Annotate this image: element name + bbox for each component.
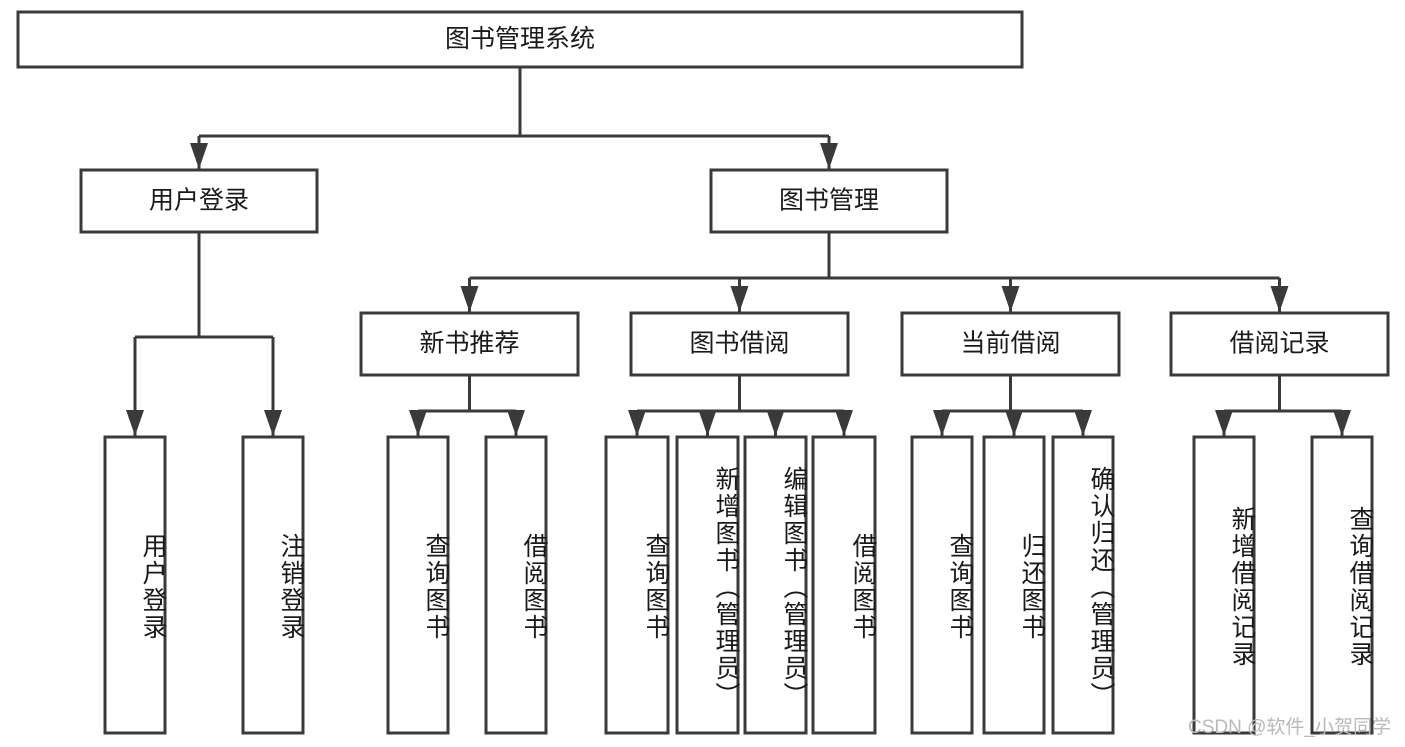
node-box-book-borrow[interactable] — [629, 311, 850, 377]
node-label-root: 图书管理系统 — [445, 25, 595, 53]
node-box-leaf-return-book[interactable] — [982, 435, 1046, 735]
arrowhead-icon-new-book-recommend — [460, 286, 479, 312]
arrowhead-icon-book-management — [820, 143, 838, 169]
node-box-leaf-add-book[interactable] — [675, 435, 740, 735]
node-box-new-book-recommend[interactable] — [359, 311, 580, 377]
arrowhead-icon-leaf-add-borrow-record — [1215, 410, 1233, 436]
node-box-leaf-borrow-book-recommend[interactable] — [484, 435, 548, 735]
node-box-leaf-add-borrow-record[interactable] — [1192, 435, 1256, 735]
arrowhead-icon-book-borrow — [730, 286, 749, 312]
arrowhead-icon-leaf-query-book-current — [933, 410, 951, 436]
node-label-book-borrow: 图书借阅 — [689, 330, 789, 358]
node-label-borrow-records: 借阅记录 — [1229, 330, 1329, 358]
arrowhead-icon-leaf-logout — [264, 410, 282, 436]
arrowhead-icon-leaf-edit-book — [766, 410, 785, 436]
arrowhead-icon-leaf-borrow-book-recommend — [507, 410, 525, 436]
arrowhead-icon-leaf-query-book-borrow — [628, 410, 646, 436]
arrowhead-icon-leaf-confirm-return — [1074, 410, 1092, 436]
node-box-current-borrow[interactable] — [900, 311, 1121, 377]
arrowhead-icon-leaf-return-book — [1005, 410, 1023, 436]
node-box-leaf-query-book-borrow[interactable] — [604, 435, 670, 735]
node-box-leaf-user-login[interactable] — [103, 435, 167, 735]
node-box-borrow-records[interactable] — [1169, 311, 1390, 377]
csdn-watermark: CSDN @软件_小贺同学 — [1188, 717, 1391, 738]
connector-layer — [126, 67, 1351, 436]
node-box-user-login[interactable] — [79, 168, 319, 234]
node-box-book-management[interactable] — [709, 168, 949, 234]
arrowhead-icon-borrow-records — [1270, 286, 1289, 312]
node-box-leaf-query-book-recommend[interactable] — [386, 435, 450, 735]
node-box-root[interactable] — [16, 10, 1024, 69]
arrowhead-icon-leaf-query-borrow-record — [1333, 410, 1351, 436]
arrowhead-icon-leaf-borrow-book — [835, 410, 853, 436]
arrowhead-icon-leaf-query-book-recommend — [409, 410, 427, 436]
node-box-leaf-borrow-book[interactable] — [811, 435, 877, 735]
arrowhead-icon-leaf-add-book — [698, 410, 717, 436]
node-box-layer — [16, 10, 1390, 735]
arrowhead-icon-leaf-user-login — [126, 410, 144, 436]
node-box-leaf-query-borrow-record[interactable] — [1310, 435, 1374, 735]
node-box-leaf-query-book-current[interactable] — [910, 435, 974, 735]
node-box-leaf-edit-book[interactable] — [743, 435, 808, 735]
node-label-user-login: 用户登录 — [149, 187, 249, 215]
arrowhead-icon-current-borrow — [1001, 286, 1020, 312]
node-box-leaf-logout[interactable] — [241, 435, 305, 735]
node-box-leaf-confirm-return[interactable] — [1051, 435, 1115, 735]
node-label-book-management: 图书管理 — [779, 187, 879, 215]
node-label-new-book-recommend: 新书推荐 — [419, 330, 519, 358]
arrowhead-icon-user-login — [190, 143, 208, 169]
node-label-current-borrow: 当前借阅 — [960, 330, 1060, 358]
